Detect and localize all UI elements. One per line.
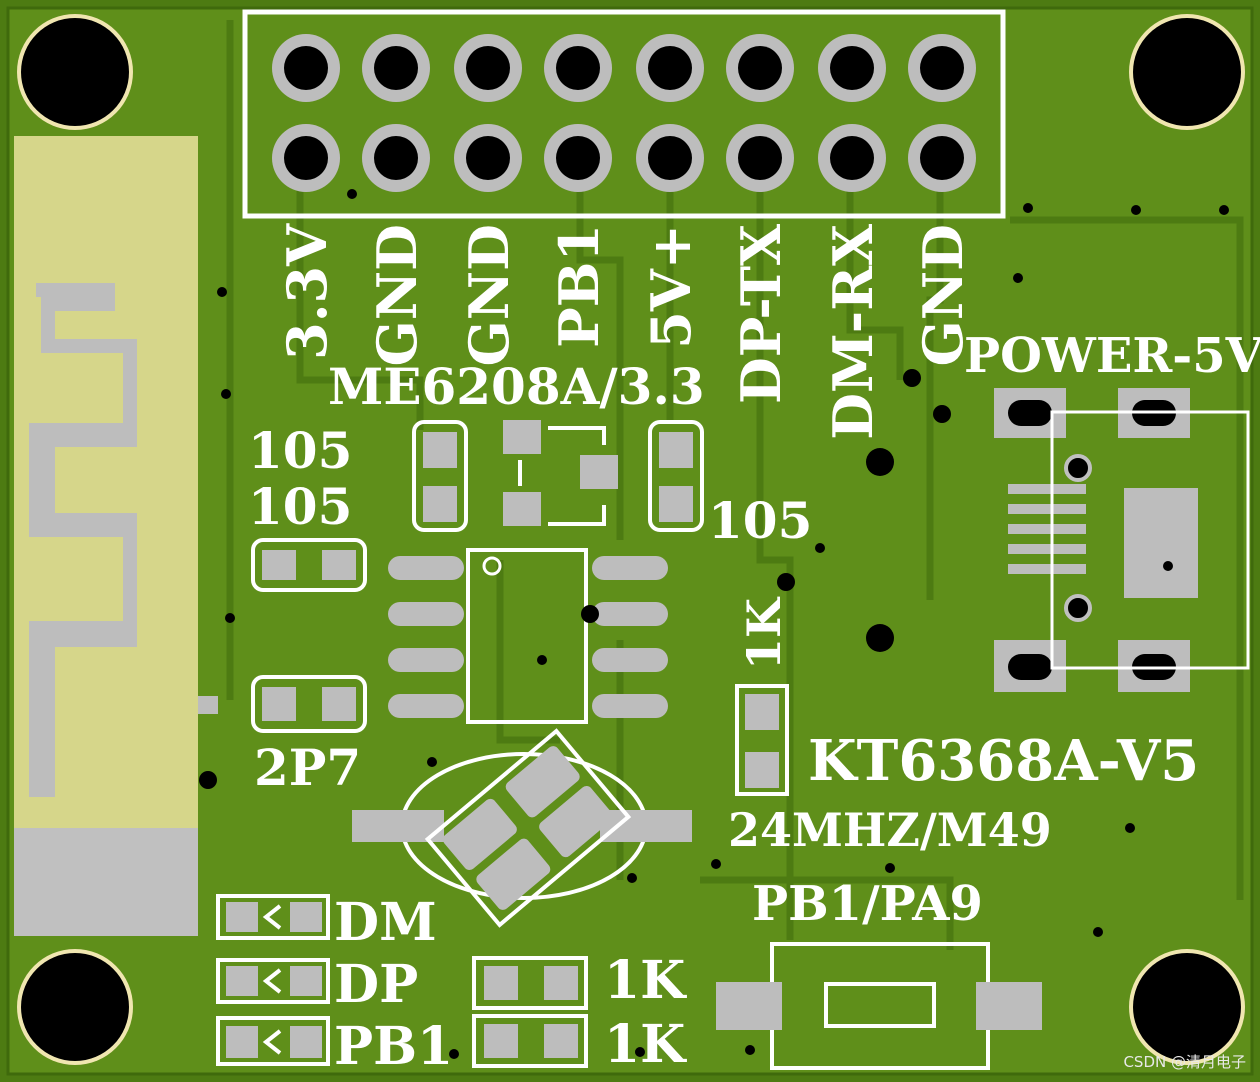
res-1k-pair — [472, 956, 588, 1068]
cap-105-h — [251, 538, 367, 592]
header-pin-label: PB1 — [547, 224, 611, 348]
header-pin-hole — [648, 136, 692, 180]
header-pin-hole — [374, 136, 418, 180]
led-indicators — [216, 894, 330, 1066]
header-pin-hole — [556, 46, 600, 90]
traces — [226, 20, 1244, 950]
header-pin-hole — [556, 136, 600, 180]
led-pb1-label: PB1 — [334, 1016, 453, 1077]
header-pin-hole — [830, 46, 874, 90]
header-pin-hole — [920, 46, 964, 90]
header-pin-hole — [830, 136, 874, 180]
cap-label-1: 105 — [248, 421, 352, 480]
header-pin-hole — [466, 136, 510, 180]
vias — [217, 189, 1229, 1059]
res-1k-a-label: 1K — [604, 950, 687, 1011]
header-pin-hole — [920, 136, 964, 180]
res-1k-vertical — [735, 684, 789, 796]
pin-header — [242, 9, 1006, 219]
led-dm-label: DM — [334, 892, 437, 953]
res-1k-v-label: 1K — [737, 596, 791, 670]
led-dp-label: DP — [334, 954, 418, 1015]
header-pin-label: DP-TX — [729, 224, 793, 404]
watermark: CSDN @清月电子 — [1123, 1053, 1246, 1071]
cap-right — [648, 420, 704, 532]
cap-left — [412, 420, 468, 532]
regulator-label: ME6208A/3.3 — [328, 357, 705, 416]
regulator — [503, 420, 618, 526]
res-1k-b-label: 1K — [604, 1014, 687, 1075]
header-pin-label: GND — [457, 224, 521, 366]
header-pin-label: DM-RX — [821, 224, 885, 440]
cap-2p7 — [251, 675, 367, 733]
usb-power-connector — [994, 388, 1250, 692]
header-pin-hole — [466, 46, 510, 90]
mounting-holes — [17, 14, 1245, 1065]
cap-label-2: 105 — [248, 477, 352, 536]
header-pin-hole — [284, 46, 328, 90]
crystal — [352, 728, 692, 928]
cap-label-2p7: 2P7 — [254, 738, 361, 797]
header-pin-hole — [738, 136, 782, 180]
crystal-label: 24MHZ/M49 — [728, 803, 1052, 857]
header-pin-label: 5V+ — [639, 224, 703, 349]
push-button — [716, 942, 1042, 1070]
header-pin-label: GND — [911, 224, 975, 366]
header-pin-hole — [738, 46, 782, 90]
header-pin-hole — [648, 46, 692, 90]
header-pin-label: 3.3V — [275, 223, 339, 360]
antenna-area — [14, 136, 218, 936]
header-pin-label: GND — [365, 224, 429, 366]
header-pin-hole — [374, 46, 418, 90]
power-label: POWER-5V — [964, 328, 1260, 384]
main-chip — [388, 548, 668, 724]
button-label: PB1/PA9 — [752, 876, 983, 932]
cap-label-3: 105 — [708, 491, 812, 550]
header-pin-hole — [284, 136, 328, 180]
chip-label: KT6368A-V5 — [808, 728, 1199, 794]
